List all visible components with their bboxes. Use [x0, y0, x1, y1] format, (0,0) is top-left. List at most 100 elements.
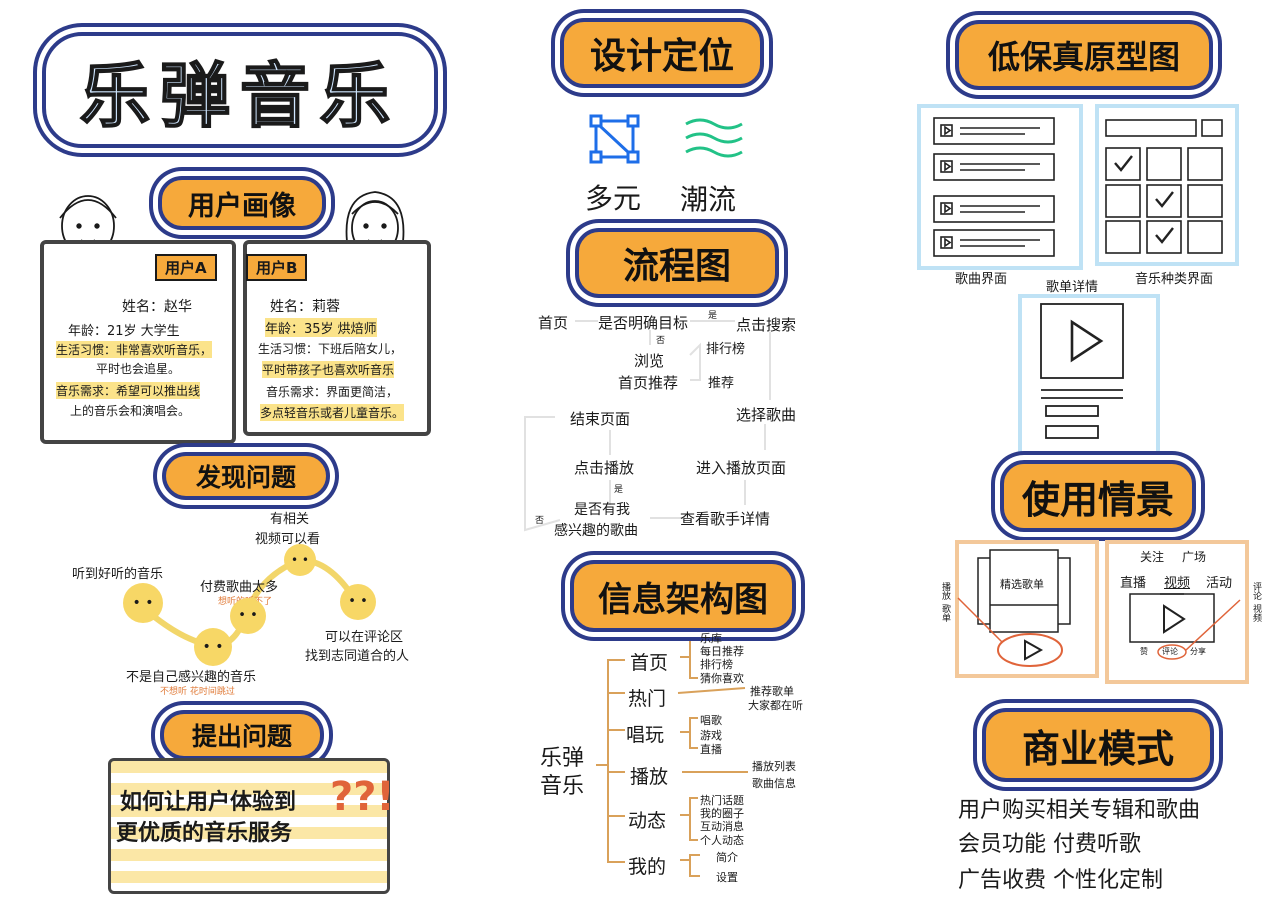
propose-heading: 提出问题 — [160, 710, 324, 760]
proto-heading: 低保真原型图 — [955, 20, 1213, 90]
scene-right-side-2: 视频 — [1251, 604, 1261, 622]
user-b-need-2: 多点轻音乐或者儿童音乐。 — [260, 404, 405, 421]
flow-enter: 进入播放页面 — [696, 459, 787, 477]
smiley-happy-1-icon: • • — [123, 583, 163, 623]
flow-browse: 浏览 — [634, 352, 665, 370]
flow-home-rec: 首页推荐 — [618, 374, 679, 392]
flow-interest-2: 感兴趣的歌曲 — [554, 523, 638, 539]
ia-leaf: 我的圈子 — [700, 807, 744, 820]
ia-leaf: 个人动态 — [700, 834, 744, 847]
user-a-need-1: 音乐需求：希望可以推出线 — [56, 382, 201, 399]
user-a-tag: 用户A — [155, 254, 217, 281]
positioning-heading: 设计定位 — [560, 18, 764, 88]
ia-leaf: 互动消息 — [700, 820, 744, 833]
scene-heading: 使用情景 — [1000, 460, 1196, 532]
flow-search: 点击搜索 — [736, 316, 797, 334]
ia-leaf: 直播 — [700, 743, 722, 756]
discover-p5-main: 不是自己感兴趣的音乐 — [126, 670, 257, 685]
user-b-tag: 用户B — [246, 254, 308, 281]
smiley-happy-2-icon: • • — [284, 544, 316, 576]
ia-leaf: 排行榜 — [700, 658, 733, 671]
user-b-name: 姓名：莉蓉 — [270, 299, 340, 315]
user-b-habit-2: 平时带孩子也喜欢听音乐 — [262, 361, 395, 378]
scene-right-bottom-share: 分享 — [1190, 647, 1206, 656]
ia-leaf: 热门话题 — [700, 794, 744, 807]
ia-branch-play: 播放 — [630, 766, 669, 788]
ia-leaf: 唱歌 — [700, 714, 722, 727]
scene-right-frame — [1105, 540, 1249, 684]
flow-no-1: 否 — [656, 336, 666, 346]
scene-left-title: 精选歌单 — [1000, 578, 1044, 591]
discover-p3: 有相关 — [270, 512, 310, 527]
flow-end: 结束页面 — [570, 410, 631, 428]
app-title-text: 乐弹音乐 — [79, 54, 400, 138]
flow-singer: 查看歌手详情 — [680, 510, 771, 528]
scene-left-side-1: 播放 — [940, 582, 950, 600]
proto-label-detail: 歌单详情 — [1046, 280, 1099, 295]
flow-rank: 排行榜 — [706, 342, 746, 357]
ia-leaf: 歌曲信息 — [752, 777, 796, 790]
user-a-name: 姓名：赵华 — [122, 299, 192, 315]
user-a-need-2: 上的音乐会和演唱会。 — [70, 404, 191, 418]
ia-leaf: 设置 — [716, 871, 738, 884]
scene-right-tab-live: 直播 — [1120, 576, 1147, 591]
user-b-habit-1: 生活习惯：下班后陪女儿， — [258, 342, 403, 356]
flow-home: 首页 — [538, 314, 569, 332]
ia-heading-text: 信息架构图 — [598, 579, 768, 620]
scene-right-tab-square: 广场 — [1182, 550, 1207, 564]
proto-detail-screen — [1018, 294, 1160, 460]
scene-heading-text: 使用情景 — [1021, 477, 1174, 522]
smiley-sad-2-icon: • • — [230, 598, 266, 634]
user-a-habit-1: 生活习惯：非常喜欢听音乐， — [56, 341, 213, 358]
discover-p5-sub: 不想听 花时间跳过 — [160, 687, 235, 697]
flow-rec: 推荐 — [708, 376, 735, 391]
smiley-sad-1-icon: • • — [194, 628, 232, 666]
scene-left-side-2: 歌单 — [940, 604, 950, 622]
ia-leaf: 乐库 — [700, 632, 722, 645]
ia-leaf: 大家都在听 — [748, 699, 803, 712]
scene-right-side-1: 评论 — [1251, 582, 1261, 600]
propose-line-2: 更优质的音乐服务 — [116, 821, 293, 846]
business-line-3: 广告收费 个性化定制 — [958, 868, 1163, 893]
flow-heading: 流程图 — [575, 228, 779, 298]
user-a-age: 年龄：21岁 大学生 — [68, 324, 180, 339]
flow-yes-1: 是 — [708, 311, 718, 321]
proto-song-screen — [917, 104, 1083, 270]
ia-leaf: 猜你喜欢 — [700, 672, 744, 685]
scene-right-bottom-comment: 评论 — [1162, 647, 1178, 656]
ia-branch-mine: 我的 — [628, 856, 667, 878]
scene-right-tab-video: 视频 — [1164, 576, 1191, 591]
discover-p4: 可以在评论区 — [325, 630, 404, 645]
flow-interest-1: 是否有我 — [574, 502, 630, 518]
discover-heading-text: 发现问题 — [195, 463, 296, 492]
business-heading: 商业模式 — [982, 708, 1214, 782]
persona-heading: 用户画像 — [158, 176, 326, 230]
proto-heading-text: 低保真原型图 — [987, 38, 1180, 76]
discover-p4b: 找到志同道合的人 — [305, 649, 410, 664]
ia-leaf: 推荐歌单 — [750, 685, 794, 698]
flow-choose: 选择歌曲 — [736, 406, 797, 424]
ia-root-1: 乐弹 — [540, 746, 585, 771]
scene-left-frame — [955, 540, 1099, 678]
scene-right-tab-event: 活动 — [1206, 576, 1233, 591]
ia-branch-sing: 唱玩 — [626, 724, 665, 746]
proto-kind-screen — [1095, 104, 1239, 266]
propose-box — [108, 758, 390, 894]
discover-p2-main: 付费歌曲太多 — [200, 580, 279, 595]
user-b-age: 年龄：35岁 烘焙师 — [265, 318, 377, 337]
smiley-happy-3-icon: • • — [340, 584, 376, 620]
proto-label-kind: 音乐种类界面 — [1135, 272, 1214, 287]
proto-label-song: 歌曲界面 — [955, 272, 1008, 287]
flow-yes-2: 是 — [614, 485, 624, 495]
user-a-habit-2: 平时也会追星。 — [96, 362, 181, 376]
app-title: 乐弹音乐 — [42, 32, 438, 148]
ia-branch-home: 首页 — [630, 652, 669, 674]
flow-goal: 是否明确目标 — [598, 314, 689, 332]
ia-root-2: 音乐 — [540, 774, 585, 799]
business-heading-text: 商业模式 — [1021, 726, 1174, 771]
propose-line-1: 如何让用户体验到 — [120, 790, 297, 815]
ia-branch-hot: 热门 — [628, 688, 667, 710]
propose-heading-text: 提出问题 — [191, 722, 292, 751]
persona-heading-text: 用户画像 — [188, 190, 296, 222]
ia-leaf: 每日推荐 — [700, 645, 744, 658]
